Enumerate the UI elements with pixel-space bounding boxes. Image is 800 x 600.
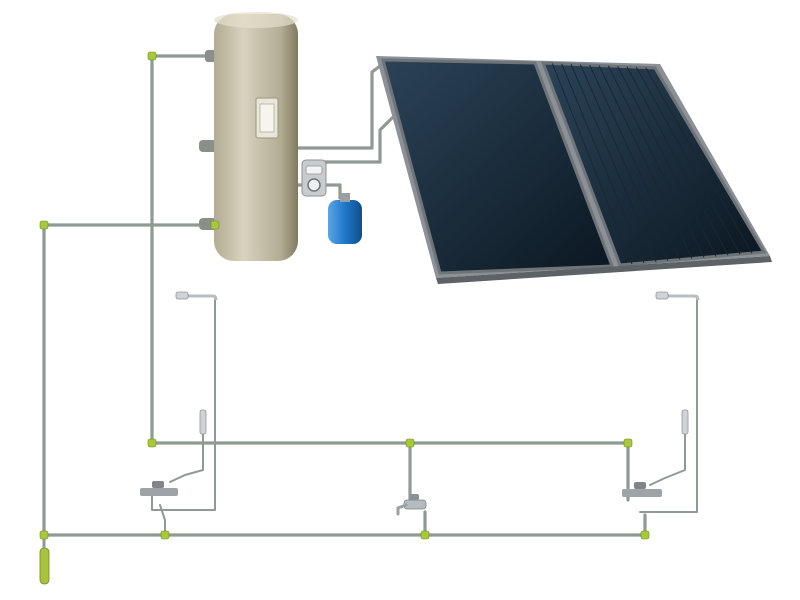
pipe-fitting-icon	[147, 51, 157, 61]
mixer-right	[622, 482, 662, 497]
absorber-riser-line	[626, 66, 729, 256]
pump-station	[301, 159, 327, 197]
absorber-riser-line	[598, 65, 693, 259]
hot-distribution-pipe	[150, 441, 630, 502]
absorber-riser-line	[551, 63, 633, 265]
cold-water-inlet	[39, 535, 50, 585]
pipe-fitting-icon	[420, 530, 430, 540]
absorber-riser-line	[561, 63, 645, 264]
absorber-riser-line	[635, 66, 741, 255]
absorber-riser-line	[589, 64, 681, 260]
left-mixer-handle	[152, 481, 164, 488]
right-shower-riser	[639, 295, 698, 513]
collector-flow-pipe	[294, 64, 382, 150]
absorber-riser-line	[645, 67, 753, 254]
right-mixer-valve-icon	[622, 489, 662, 497]
absorber-riser-line	[570, 64, 657, 262]
collector-absorber-lines	[551, 63, 753, 265]
pipe-fitting-icon	[210, 220, 220, 230]
shower-right	[622, 291, 700, 497]
tank-top-cap	[214, 12, 298, 28]
right-shower-head-icon	[655, 291, 669, 300]
pipe-fitting-icon	[623, 438, 633, 448]
pump-gauge	[305, 165, 323, 175]
right-mixer-handle	[634, 482, 646, 489]
hot-supply-pipe	[150, 54, 217, 445]
solar-collector-array	[376, 56, 772, 284]
pipe-fitting-icon	[39, 220, 49, 230]
left-hand-shower-icon	[199, 409, 207, 435]
center-faucet	[396, 494, 427, 516]
pipe-fitting-icon	[640, 530, 650, 540]
left-shower-head-icon	[175, 291, 189, 300]
pipe-fittings	[39, 51, 650, 540]
absorber-riser-line	[579, 64, 669, 261]
absorber-riser-line	[607, 65, 705, 258]
pipe-fitting-icon	[147, 438, 157, 448]
left-shower-arm	[188, 294, 218, 301]
collector-return-pipe	[308, 116, 394, 164]
cold-distribution-pipe	[42, 513, 647, 537]
tank-cold-pipe	[42, 223, 217, 537]
left-hand-shower-hose	[169, 419, 204, 483]
right-shower-arm	[668, 294, 700, 301]
vessel-neck	[340, 193, 350, 202]
collector-side-edge	[436, 256, 772, 284]
storage-tank	[199, 12, 298, 261]
solar-collector-left	[381, 58, 615, 275]
inlet-valve-icon	[39, 547, 50, 585]
shower-left	[140, 291, 218, 496]
mixer-left	[140, 481, 178, 496]
expansion-vessel-icon	[328, 200, 362, 244]
pipe-fitting-icon	[405, 438, 415, 448]
left-mixer-valve-icon	[140, 488, 178, 496]
faucet-icon	[396, 503, 408, 516]
tank-control-window	[259, 103, 275, 133]
absorber-riser-line	[617, 66, 717, 257]
expansion-vessel	[328, 193, 362, 244]
left-shower-riser	[151, 295, 216, 511]
faucet-handle	[410, 494, 419, 500]
pipe-fitting-icon	[160, 530, 170, 540]
pump-icon	[307, 178, 321, 192]
right-hand-shower-icon	[681, 409, 689, 435]
pipe-fitting-icon	[39, 530, 49, 540]
right-hand-shower-hose	[649, 419, 686, 486]
left-cold-link	[159, 504, 166, 536]
